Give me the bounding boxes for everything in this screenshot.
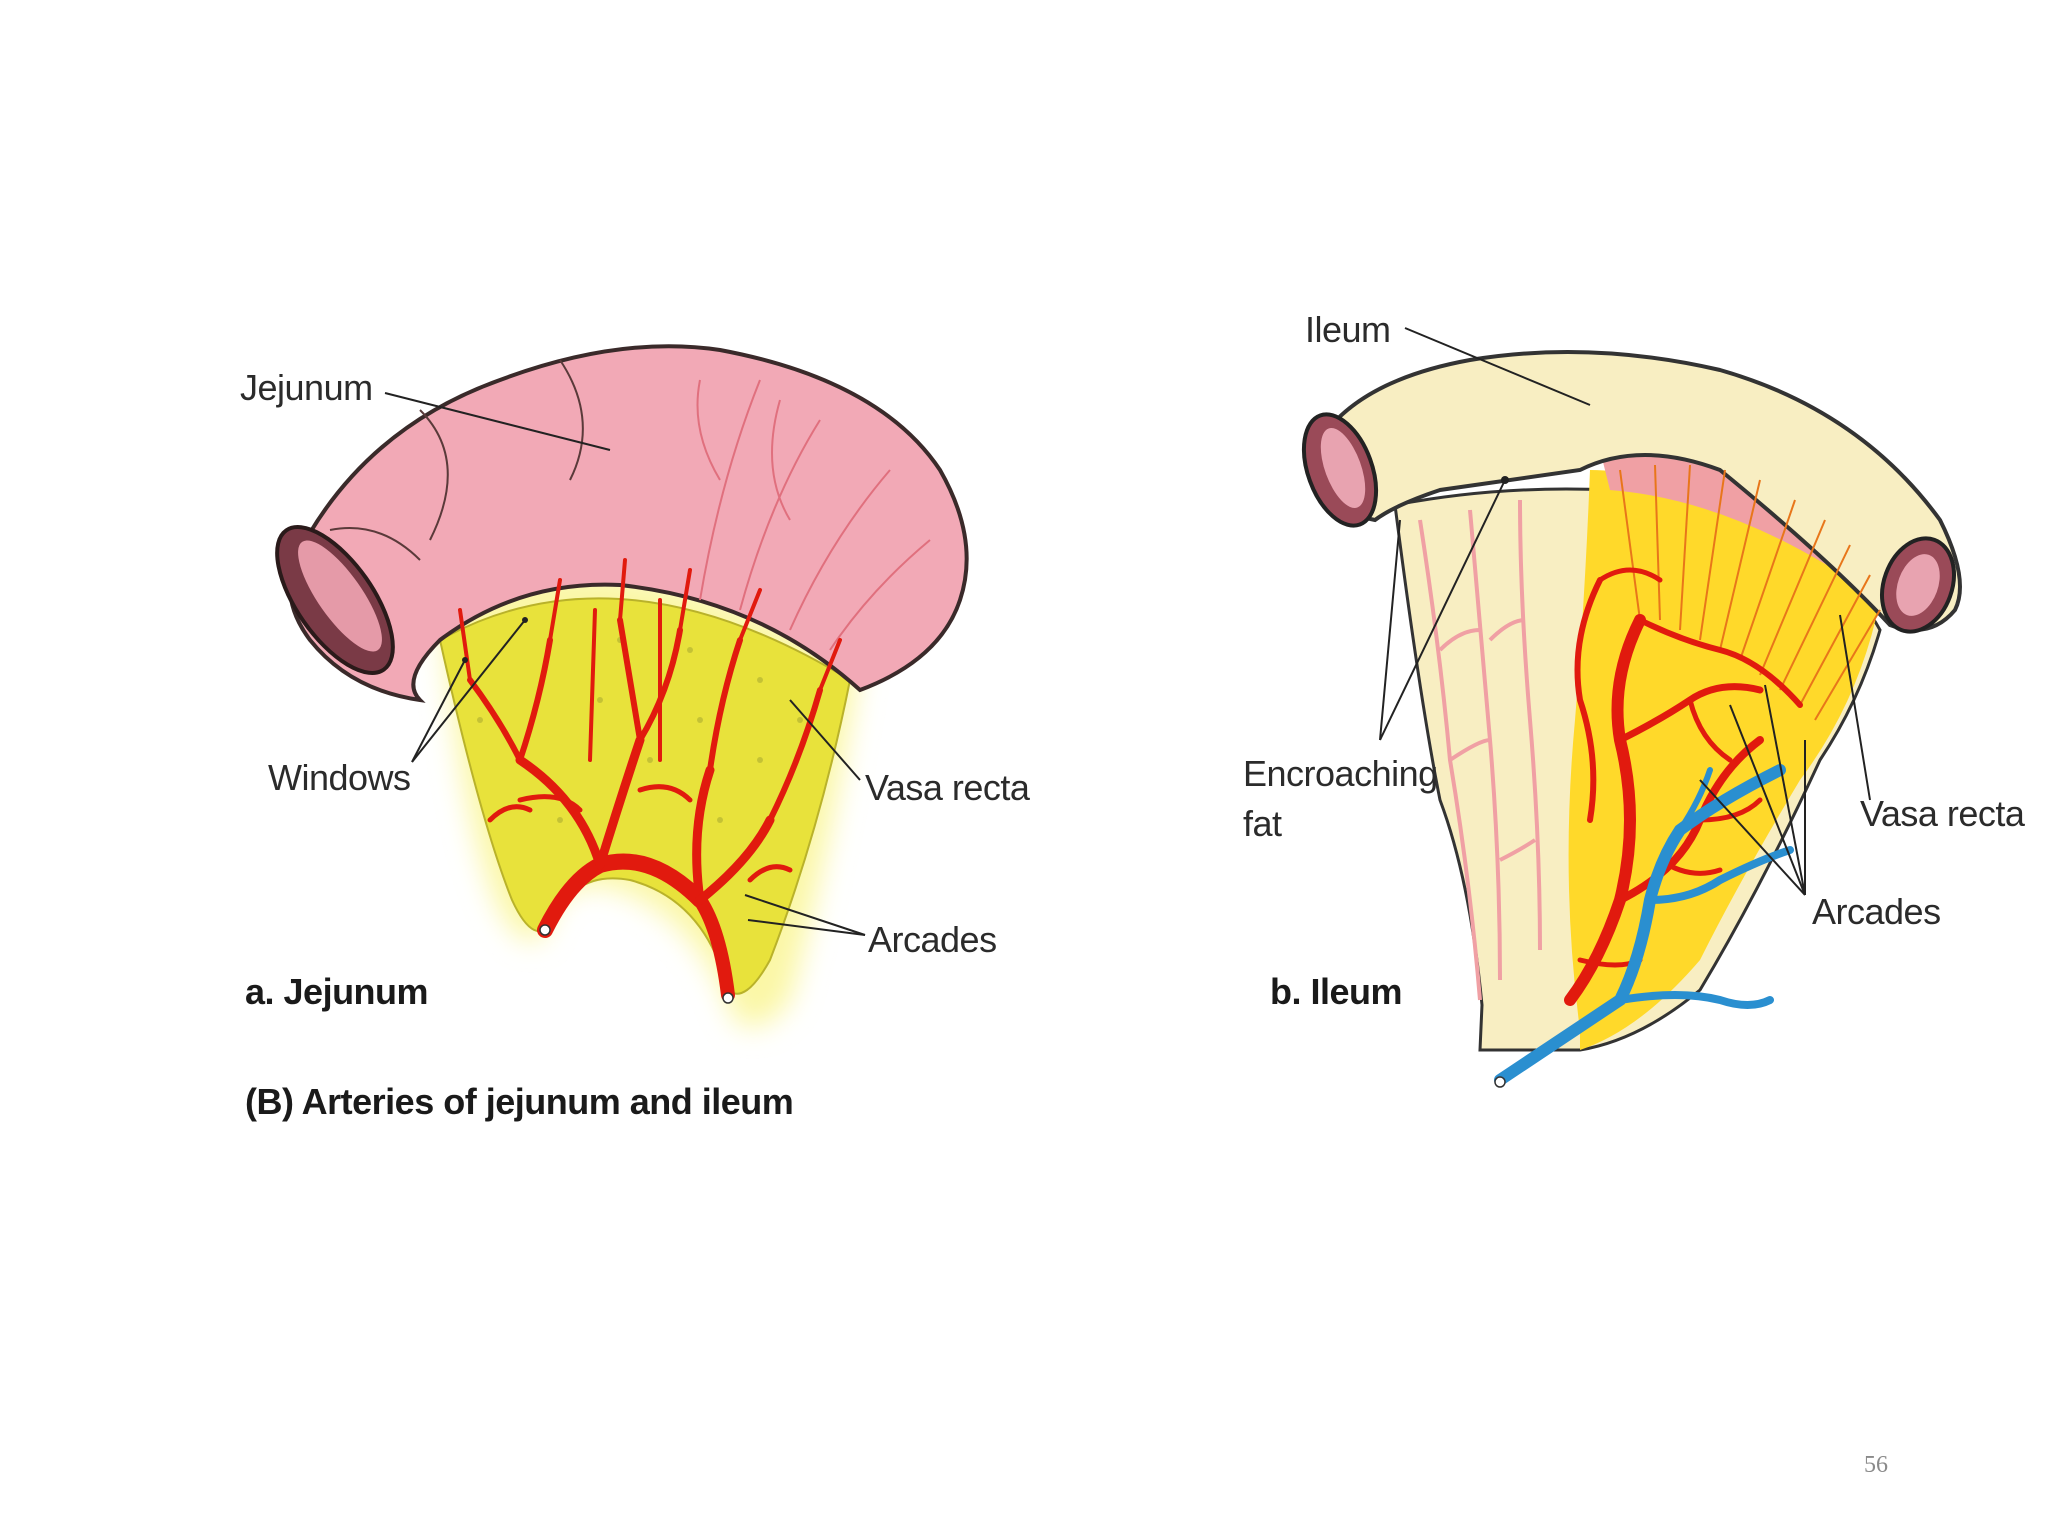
ileum-veins <box>1494 764 1794 1086</box>
ileum-vasa-recta-label: Vasa recta <box>1860 793 2025 834</box>
ileum-title-label: Ileum <box>1305 309 1391 350</box>
ileum-loop <box>1317 350 1962 632</box>
figure-caption: (B) Arteries of jejunum and ileum <box>245 1081 794 1122</box>
jejunum-caption: a. Jejunum <box>245 971 429 1012</box>
encroaching-fat-label-line2: fat <box>1243 803 1282 844</box>
ileum-arteries <box>1564 567 1803 1006</box>
jejunum-arcades-label: Arcades <box>868 919 997 960</box>
ileum-arcades-label: Arcades <box>1812 891 1941 932</box>
ileum-caption: b. Ileum <box>1270 971 1403 1012</box>
jejunum-vasa-recta-label: Vasa recta <box>865 767 1030 808</box>
jejunum-title-label: Jejunum <box>240 367 373 408</box>
ileum-drawing <box>1301 327 1962 1088</box>
windows-label: Windows <box>268 757 411 798</box>
jejunum-arteries <box>458 558 842 1002</box>
page-number: 56 <box>1864 1452 1888 1478</box>
jejunum-drawing <box>275 344 969 1027</box>
encroaching-fat-label-line1: Encroaching <box>1243 753 1438 794</box>
